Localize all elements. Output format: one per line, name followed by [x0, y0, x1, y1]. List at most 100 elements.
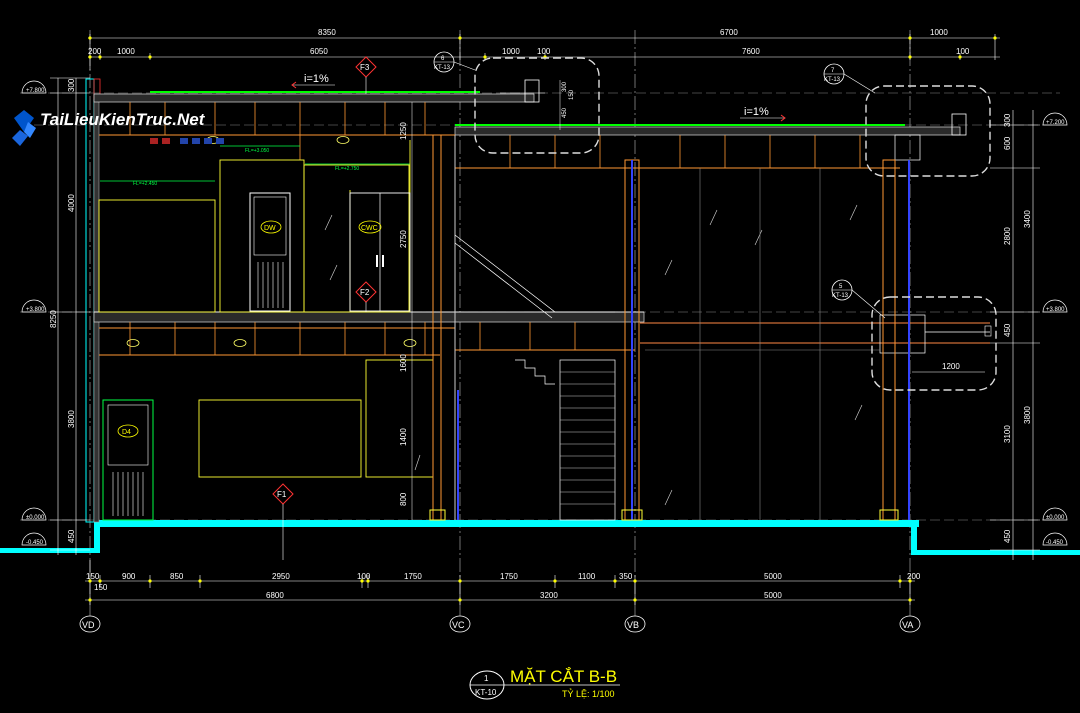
level-right-ground: ±0.000 — [1046, 515, 1065, 521]
dim-top-3: 1000 — [502, 47, 520, 56]
dim-bottom-2: 850 — [170, 572, 184, 581]
watermark-logo — [12, 110, 36, 146]
dim-bottom-10: 200 — [907, 572, 921, 581]
level-markers — [21, 80, 1068, 546]
dim-mid-4: 800 — [399, 492, 408, 506]
right-dimension-chain — [990, 110, 1040, 560]
axis-label-3: VA — [902, 620, 913, 630]
dim-mid-5: 300 — [562, 81, 568, 92]
dim-top-0: 200 — [88, 47, 102, 56]
marker-f1 — [272, 483, 294, 560]
dim-mid-3: 1400 — [399, 428, 408, 446]
dim-mid-7: 450 — [562, 107, 568, 118]
watermark-dots — [150, 138, 224, 144]
dim-top-5: 7600 — [742, 47, 760, 56]
dim-bottom-0: 150 — [86, 572, 100, 581]
axis-bubbles — [79, 615, 921, 633]
dim-bottom-7: 1100 — [578, 572, 596, 581]
bottom-dimension-chain — [85, 560, 915, 605]
dim-mid-6: 150 — [569, 89, 575, 100]
top-dimension-chain — [88, 34, 1000, 70]
dim-right-4: 3100 — [1003, 425, 1012, 443]
door-d4 — [102, 399, 154, 521]
dim-left-total: 8250 — [49, 310, 58, 328]
dim-top-6: 100 — [956, 47, 970, 56]
mid-vertical-dims — [411, 80, 561, 520]
ceiling-level-lines — [100, 145, 410, 182]
level-right-base: -0.450 — [1046, 540, 1064, 546]
dim-bottom-9: 5000 — [764, 572, 782, 581]
marker-label-2: F1 — [277, 490, 287, 499]
level-left-top: +7.800 — [26, 88, 45, 94]
ceiling-label-1: FL=+3.050 — [245, 148, 269, 154]
marker-label-0: F3 — [360, 63, 370, 72]
dim-bottom-total-0: 6800 — [266, 591, 284, 600]
level-left-base: -0.450 — [26, 540, 44, 546]
dim-bottom-4: 100 — [357, 572, 371, 581]
detail-sheet-2: KT-13 — [832, 293, 849, 299]
drawing-title: MẶT CẮT B-B — [510, 667, 617, 686]
dim-mid-0: 1250 — [399, 122, 408, 140]
dim-bottom-8: 350 — [619, 572, 633, 581]
axis-label-2: VB — [627, 620, 639, 630]
slope-label-0: i=1% — [304, 73, 329, 85]
ceiling-hangers — [129, 102, 861, 355]
ceiling-label-2: FL=+2.750 — [335, 166, 359, 172]
dim-canopy: 1200 — [942, 362, 960, 371]
door-dw — [249, 192, 291, 312]
dim-right-outer-0: 3400 — [1023, 210, 1032, 228]
level-right-floor: +3.800 — [1046, 307, 1065, 313]
left-dimension-chain — [50, 77, 90, 555]
dim-bottom-total-2: 5000 — [764, 591, 782, 600]
dim-right-5: 450 — [1003, 529, 1012, 543]
dim-left-3: 450 — [67, 529, 76, 543]
dim-right-1: 600 — [1003, 136, 1012, 150]
dim-top-2: 6050 — [310, 47, 328, 56]
level-left-floor: +3.800 — [26, 307, 45, 313]
dim-mid-2: 1600 — [399, 354, 408, 372]
title-num: 1 — [484, 674, 489, 683]
marker-label-1: F2 — [360, 288, 370, 297]
detail-num-0: 6 — [441, 56, 445, 62]
dim-bottom-3: 2950 — [272, 572, 290, 581]
marker-f3 — [355, 56, 377, 94]
detail-callout-6 — [433, 51, 600, 154]
title-sheet: KT-10 — [475, 688, 497, 697]
dim-right-0: 300 — [1003, 113, 1012, 127]
ceiling-frames — [99, 134, 900, 356]
slope-arrows — [291, 81, 786, 122]
roof-slab-right — [454, 113, 967, 161]
level-right-top: +7.200 — [1046, 120, 1065, 126]
level-lines — [20, 92, 1060, 521]
dim-top-1: 1000 — [117, 47, 135, 56]
dim-bottom-5: 1750 — [404, 572, 422, 581]
marker-f2 — [355, 281, 377, 312]
drawing-scale: TỶ LỆ: 1/100 — [562, 688, 615, 699]
door-label-0: DW — [264, 225, 276, 232]
detail-sheet-0: KT-13 — [434, 65, 451, 71]
glass-hatch — [324, 204, 863, 506]
level-left-ground: ±0.000 — [26, 515, 45, 521]
slope-label-1: i=1% — [744, 106, 769, 118]
dim-mid-1: 2750 — [399, 230, 408, 248]
axis-label-1: VC — [452, 620, 465, 630]
stair — [454, 234, 616, 521]
detail-callout-7 — [823, 63, 991, 177]
ground-line — [0, 520, 1080, 555]
dim-bottom-1: 900 — [122, 572, 136, 581]
door-cwc — [349, 192, 411, 312]
detail-sheet-1: KT-13 — [824, 77, 841, 83]
glazing-panels — [645, 168, 880, 520]
dim-left-0: 300 — [67, 78, 76, 92]
dim-top-total-1: 6700 — [720, 28, 738, 37]
dim-left-1: 4000 — [67, 194, 76, 212]
detail-num-2: 5 — [839, 284, 843, 290]
dim-right-3: 450 — [1003, 323, 1012, 337]
dim-top-4: 100 — [537, 47, 551, 56]
detail-callout-5 — [831, 279, 997, 391]
left-wall — [85, 78, 101, 523]
door-label-2: D4 — [122, 429, 131, 436]
detail-num-1: 7 — [831, 68, 835, 74]
bottom-dim-ticks — [88, 579, 912, 602]
